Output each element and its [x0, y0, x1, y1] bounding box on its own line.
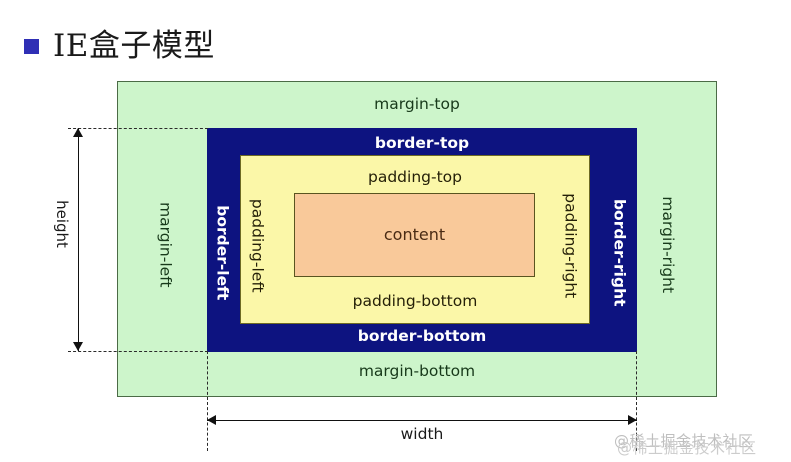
- height-label: height: [52, 200, 71, 248]
- height-measure-line: [78, 128, 79, 351]
- height-guide-bottom-dashed: [68, 351, 208, 352]
- height-arrow-up-icon: [73, 128, 83, 137]
- height-guide-top-dashed: [68, 128, 208, 129]
- watermark-text: @稀土掘金技术社区: [614, 432, 754, 450]
- width-arrow-left-icon: [207, 415, 216, 425]
- bullet-square-icon: [24, 38, 39, 54]
- width-arrow-right-icon: [628, 415, 637, 425]
- watermark-text-shadow: @稀土掘金技术社区: [617, 439, 757, 457]
- content-box: [294, 193, 535, 277]
- slide-title-row: IE盒子模型: [24, 20, 215, 64]
- width-guide-right-dashed: [636, 351, 637, 451]
- page-title: IE盒子模型: [53, 27, 215, 64]
- height-arrow-down-icon: [73, 342, 83, 351]
- width-measure-line: [207, 420, 637, 421]
- width-guide-left-dashed: [207, 351, 208, 451]
- width-label: width: [400, 425, 444, 443]
